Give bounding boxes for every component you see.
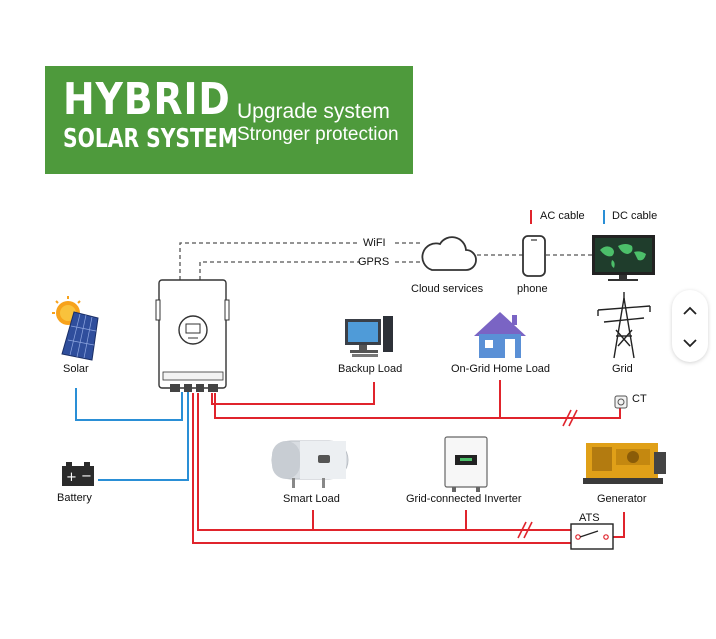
banner-subtitle-line1: Upgrade system <box>237 100 390 123</box>
phone-icon <box>522 235 546 277</box>
banner-title-line2: SOLAR SYSTEM <box>63 124 238 154</box>
backup-load-label: Backup Load <box>338 363 403 375</box>
comm-lines <box>179 242 592 280</box>
smart-load-label: Smart Load <box>283 493 340 505</box>
grid-label: Grid <box>612 363 633 375</box>
chevron-down-icon <box>683 339 697 348</box>
generator-label: Generator <box>597 493 647 505</box>
monitor-map-icon <box>592 235 655 281</box>
ats-switch-icon <box>570 523 614 550</box>
generator-icon <box>583 443 666 484</box>
svg-text:+: + <box>66 470 77 485</box>
scroll-up-button[interactable] <box>672 296 708 326</box>
cable-break-marks <box>517 409 578 539</box>
banner-title-line1: HYBRID <box>63 74 231 125</box>
transmission-tower-icon <box>597 292 651 359</box>
wifi-label: WiFI <box>363 237 386 249</box>
gprs-label: GPRS <box>358 256 390 268</box>
battery-icon: + − <box>62 462 94 486</box>
title-banner: HYBRID SOLAR SYSTEM Upgrade system Stron… <box>45 66 413 174</box>
solar-label: Solar <box>63 363 89 375</box>
cloud-services-label: Cloud services <box>411 283 484 295</box>
hybrid-inverter-icon <box>155 279 230 392</box>
phone-label: phone <box>517 283 548 295</box>
ct-label: CT <box>632 393 647 405</box>
ct-clamp-icon <box>614 395 628 409</box>
scroll-control <box>672 290 708 362</box>
battery-label: Battery <box>57 492 92 504</box>
chevron-up-icon <box>683 306 697 315</box>
house-icon <box>474 312 526 358</box>
dc-cables <box>75 388 189 481</box>
ats-label: ATS <box>579 512 600 524</box>
water-heater-icon <box>271 440 349 488</box>
home-load-label: On-Grid Home Load <box>451 363 551 375</box>
solar-panel-icon <box>52 296 99 361</box>
dc-cable-legend-label: DC cable <box>612 210 658 222</box>
ac-cable-legend-label: AC cable <box>540 210 585 222</box>
grid-inverter-icon <box>444 436 488 492</box>
desktop-computer-icon <box>345 316 393 357</box>
scroll-down-button[interactable] <box>672 328 708 358</box>
grid-inverter-label: Grid-connected Inverter <box>406 493 522 505</box>
ac-cables <box>192 380 625 544</box>
banner-subtitle-line2: Stronger protection <box>237 124 399 145</box>
cloud-icon <box>421 236 477 271</box>
svg-text:−: − <box>81 469 92 484</box>
